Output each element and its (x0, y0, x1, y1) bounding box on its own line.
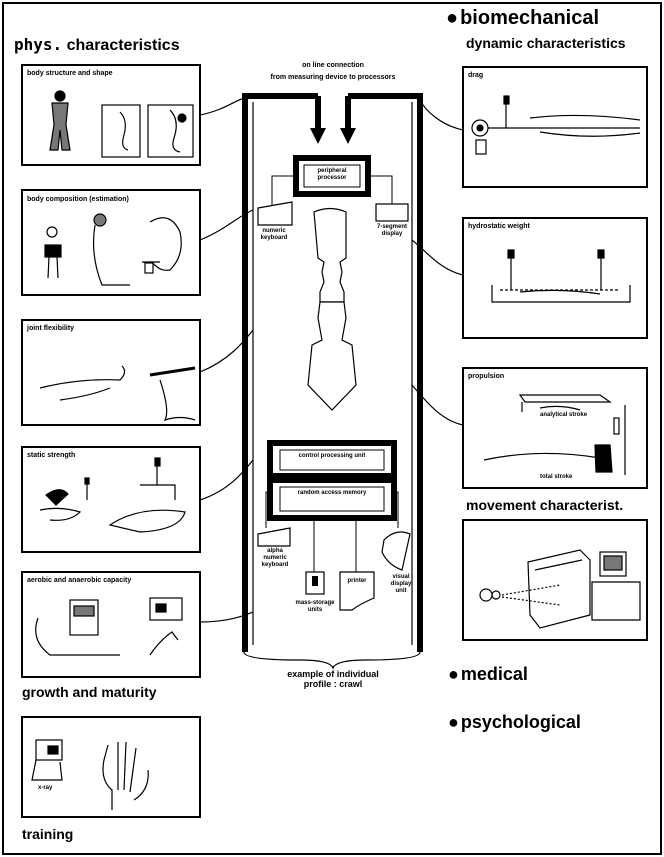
body-structure-figures (50, 91, 193, 157)
panel-title-aerobic-capacity: aerobic and anaerobic capacity (27, 577, 131, 584)
ram-label: random access memory (282, 490, 382, 497)
seven-segment-icon (376, 204, 408, 221)
xray-label: x-ray (38, 785, 52, 792)
body-composition-figures (45, 214, 181, 285)
panel-training (22, 717, 200, 817)
alpha-keyboard-label: alpha numeric keyboard (256, 548, 294, 569)
training-figures (32, 740, 148, 810)
medical-heading: medical (448, 665, 528, 683)
movement-characteristics-heading: movement characterist. (466, 498, 623, 512)
connection-line2: from measuring device to processors (243, 74, 423, 82)
panel-title-joint-flexibility: joint flexibility (27, 325, 74, 332)
characteristics-label: characteristics (67, 37, 180, 54)
analytical-stroke-label: analytical stroke (540, 412, 587, 419)
panel-movement (463, 520, 647, 640)
center-brace (244, 652, 420, 668)
panel-title-hydrostatic: hydrostatic weight (468, 223, 530, 230)
movement-figures (480, 550, 640, 628)
connection-line1: on line connection (285, 62, 381, 70)
visual-display-label: visual display unit (390, 574, 412, 595)
mass-storage-icon (306, 572, 324, 594)
training-heading: training (22, 827, 73, 841)
panel-title-body-structure: body structure and shape (27, 70, 113, 77)
caption-line2: profile : crawl (248, 680, 418, 689)
propulsion-figures (484, 395, 625, 475)
ram-box (270, 480, 394, 518)
panel-body-composition (22, 190, 200, 295)
dynamic-characteristics-heading: dynamic characteristics (466, 36, 626, 50)
phys-label: phys. (14, 35, 62, 54)
panel-title-body-composition: body composition (estimation) (27, 196, 129, 203)
panel-hydrostatic (463, 218, 647, 338)
flexibility-figures (40, 366, 195, 420)
panel-title-static-strength: static strength (27, 452, 75, 459)
control-unit-label: control processing unit (282, 453, 382, 460)
numeric-keyboard-label: numeric keyboard (254, 228, 294, 242)
panel-aerobic-capacity (22, 572, 200, 677)
strength-figures (40, 458, 185, 532)
panel-title-propulsion: propulsion (468, 373, 504, 380)
total-stroke-label: total stroke (540, 474, 572, 481)
biomechanical-heading: biomechanical (446, 8, 599, 28)
alpha-keyboard-icon (258, 528, 290, 546)
swimmer-profile-shape (308, 209, 356, 411)
panel-title-drag: drag (468, 72, 483, 79)
seven-segment-label: 7-segment display (370, 224, 414, 238)
panel-static-strength (22, 447, 200, 552)
drag-figures (472, 96, 640, 154)
hydrostatic-figures (492, 250, 630, 302)
psychological-heading: psychological (448, 713, 581, 731)
visual-display-icon (382, 532, 410, 570)
printer-label: printer (343, 578, 371, 585)
aerobic-figures (36, 598, 182, 655)
phys-characteristics-heading: phys. characteristics (14, 37, 180, 54)
caption-line1: example of individual (248, 670, 418, 679)
peripheral-processor-label: peripheral processor (305, 168, 359, 182)
panel-drag (463, 67, 647, 187)
numeric-keyboard-icon (258, 202, 292, 225)
connector-arrowheads (310, 128, 356, 144)
growth-maturity-heading: growth and maturity (22, 685, 157, 699)
mass-storage-label: mass-storage units (292, 600, 338, 614)
